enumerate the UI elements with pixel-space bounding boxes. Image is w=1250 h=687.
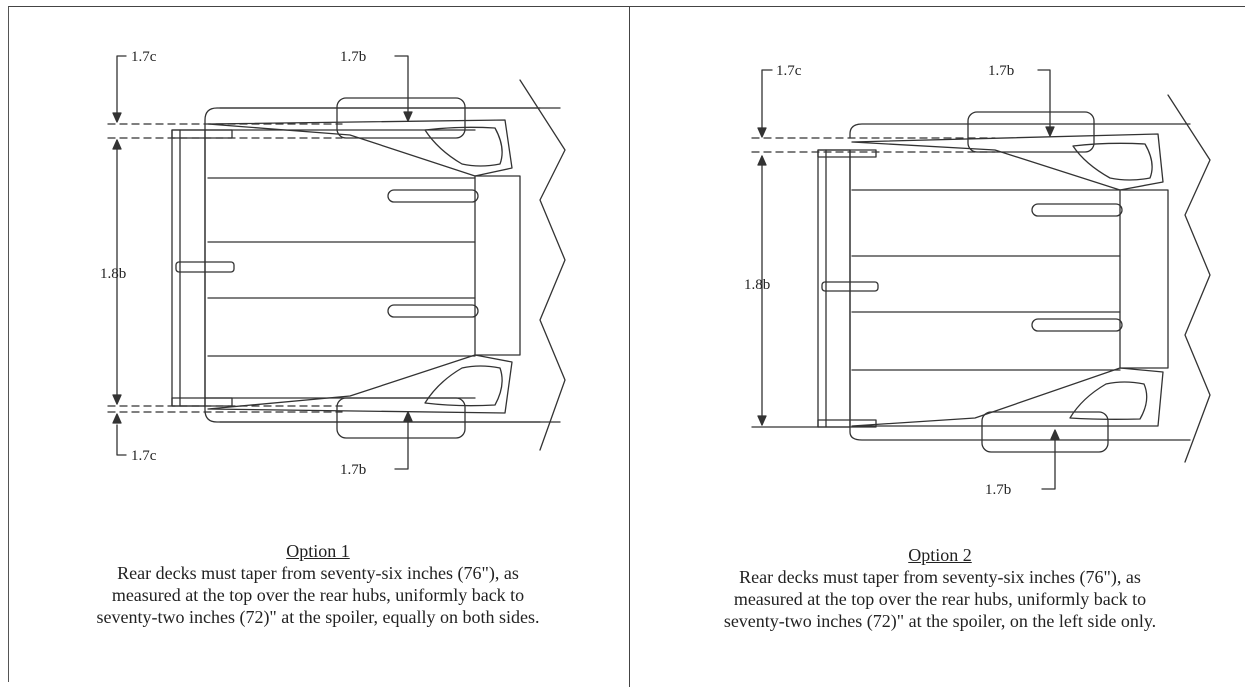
label-c-top: 1.7c [131,49,157,65]
top-reference-dashes [108,124,342,138]
body-outline [205,108,540,422]
option-1-title: Option 1 [286,541,350,561]
option-2-desc-line-3: seventy-two inches (72)" at the spoiler,… [723,611,1157,631]
label-c-bottom: 1.7c [131,448,157,464]
label-b-top: 1.7b [340,49,366,65]
option-1-panel: 1.7c 1.7b 1.8b 1.7c 1.7b Option 1 Rear d… [20,49,629,628]
top-tapered-deck [852,134,1163,190]
break-line [1168,95,1210,462]
label-dim-vertical: 1.8b [744,277,770,293]
option-2-caption: Option 2 Rear decks must taper from seve… [650,544,1230,632]
top-rear-tire [337,98,465,138]
dimension-1-8b-arrows [758,156,766,425]
c-top-arrow [758,128,766,137]
panel-divider [629,6,630,687]
label-dim-vertical: 1.8b [100,266,126,282]
lower-slot [388,305,478,317]
rear-spoiler [818,150,850,427]
option-1-desc-line-3: seventy-two inches (72)" at the spoiler,… [96,607,540,627]
body-outline [850,124,1190,440]
bottom-rear-tire [982,412,1108,452]
b-top-arrow [404,112,412,121]
label-b-bottom: 1.7b [340,462,366,478]
floor-panel-lines [208,178,475,356]
option-1-caption: Option 1 Rear decks must taper from seve… [20,540,616,628]
c-top-leader [117,56,126,115]
c-top-leader [762,70,772,130]
label-b-bottom: 1.7b [985,482,1011,498]
option-2-desc-line-2: measured at the top over the rear hubs, … [733,589,1147,609]
option-1-desc-line-1: Rear decks must taper from seventy-six i… [117,563,519,583]
option-2-desc-line-1: Rear decks must taper from seventy-six i… [739,567,1141,587]
bottom-rear-tire [337,398,465,438]
inner-body-edges [205,130,475,398]
front-bulkhead [1120,190,1168,368]
spoiler-top-bracket [172,130,232,138]
upper-slot [388,190,478,202]
center-tab [176,262,234,272]
spoiler-top-bracket [818,150,876,157]
top-deck-window [425,127,502,166]
bottom-deck-window [1070,382,1147,419]
b-top-leader [1038,70,1050,128]
b-bottom-leader [1042,438,1055,489]
option-1-diagram: 1.7c 1.7b 1.8b 1.7c 1.7b [100,49,629,478]
b-bottom-arrow [404,412,412,421]
option-2-diagram: 1.7c 1.7b 1.8b 1.7b [744,63,1250,498]
lower-slot [1032,319,1122,331]
label-c-top: 1.7c [776,63,802,79]
option-2-panel: 1.7c 1.7b 1.8b 1.7b Option 2 Rear decks … [630,0,1250,687]
dimension-1-8b-arrows [113,140,121,404]
bottom-deck [852,368,1163,426]
top-rear-tire [968,112,1094,152]
floor-panel-lines [852,190,1120,370]
c-top-arrow [113,113,121,122]
bottom-reference-dashes [108,406,342,412]
center-tab [822,282,878,291]
b-top-arrow [1046,127,1054,136]
break-line [520,80,565,450]
bottom-deck-window [425,366,502,406]
option-1-desc-line-2: measured at the top over the rear hubs, … [111,585,525,605]
b-top-leader [395,56,408,112]
top-tapered-deck [208,120,512,176]
b-bottom-arrow [1051,430,1059,439]
top-deck-window [1073,143,1152,180]
spoiler-bottom-bracket [172,398,232,406]
c-bottom-leader [117,425,126,455]
rear-spoiler [172,130,205,406]
outer-frame [8,6,1245,682]
front-bulkhead [475,176,520,355]
top-reference-dashes [752,138,995,152]
b-bottom-leader [395,420,408,469]
c-bottom-arrow [113,414,121,423]
spoiler-bottom-bracket [818,420,876,427]
label-b-top: 1.7b [988,63,1014,79]
upper-slot [1032,204,1122,216]
option-2-title: Option 2 [908,545,972,565]
bottom-tapered-deck [208,355,512,413]
